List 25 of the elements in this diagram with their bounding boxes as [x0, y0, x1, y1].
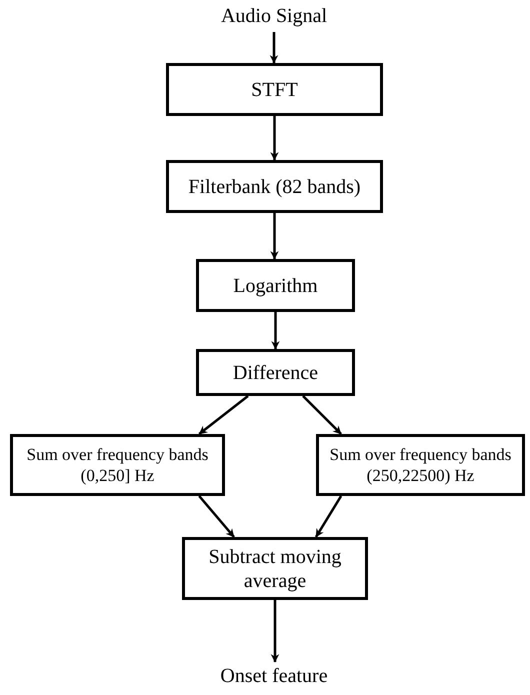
arrow — [198, 395, 249, 435]
box-label: STFT — [251, 78, 298, 102]
arrow — [198, 495, 235, 538]
process-box — [166, 160, 383, 213]
box-label: Sum over frequency bands (250,22500) Hz — [328, 444, 512, 486]
arrow — [270, 32, 278, 64]
arrow — [270, 116, 279, 160]
input-label: Audio Signal — [220, 4, 328, 28]
process-box — [182, 537, 368, 600]
box-label: Sum over frequency bands (0,250] Hz — [26, 444, 210, 486]
box-label: Logarithm — [233, 274, 318, 298]
process-box — [196, 259, 355, 312]
process-box — [316, 434, 525, 496]
arrow — [302, 395, 342, 435]
box-label: Filterbank (82 bands) — [188, 174, 361, 198]
process-box — [10, 434, 225, 496]
process-box — [166, 63, 383, 116]
arrow — [271, 312, 280, 350]
box-label: Difference — [232, 360, 318, 384]
output-label: Onset feature — [220, 664, 328, 688]
box-label: Subtract moving average — [208, 544, 342, 592]
arrow — [270, 600, 280, 662]
arrow — [314, 495, 342, 538]
process-box — [196, 349, 355, 396]
arrow — [270, 213, 279, 260]
